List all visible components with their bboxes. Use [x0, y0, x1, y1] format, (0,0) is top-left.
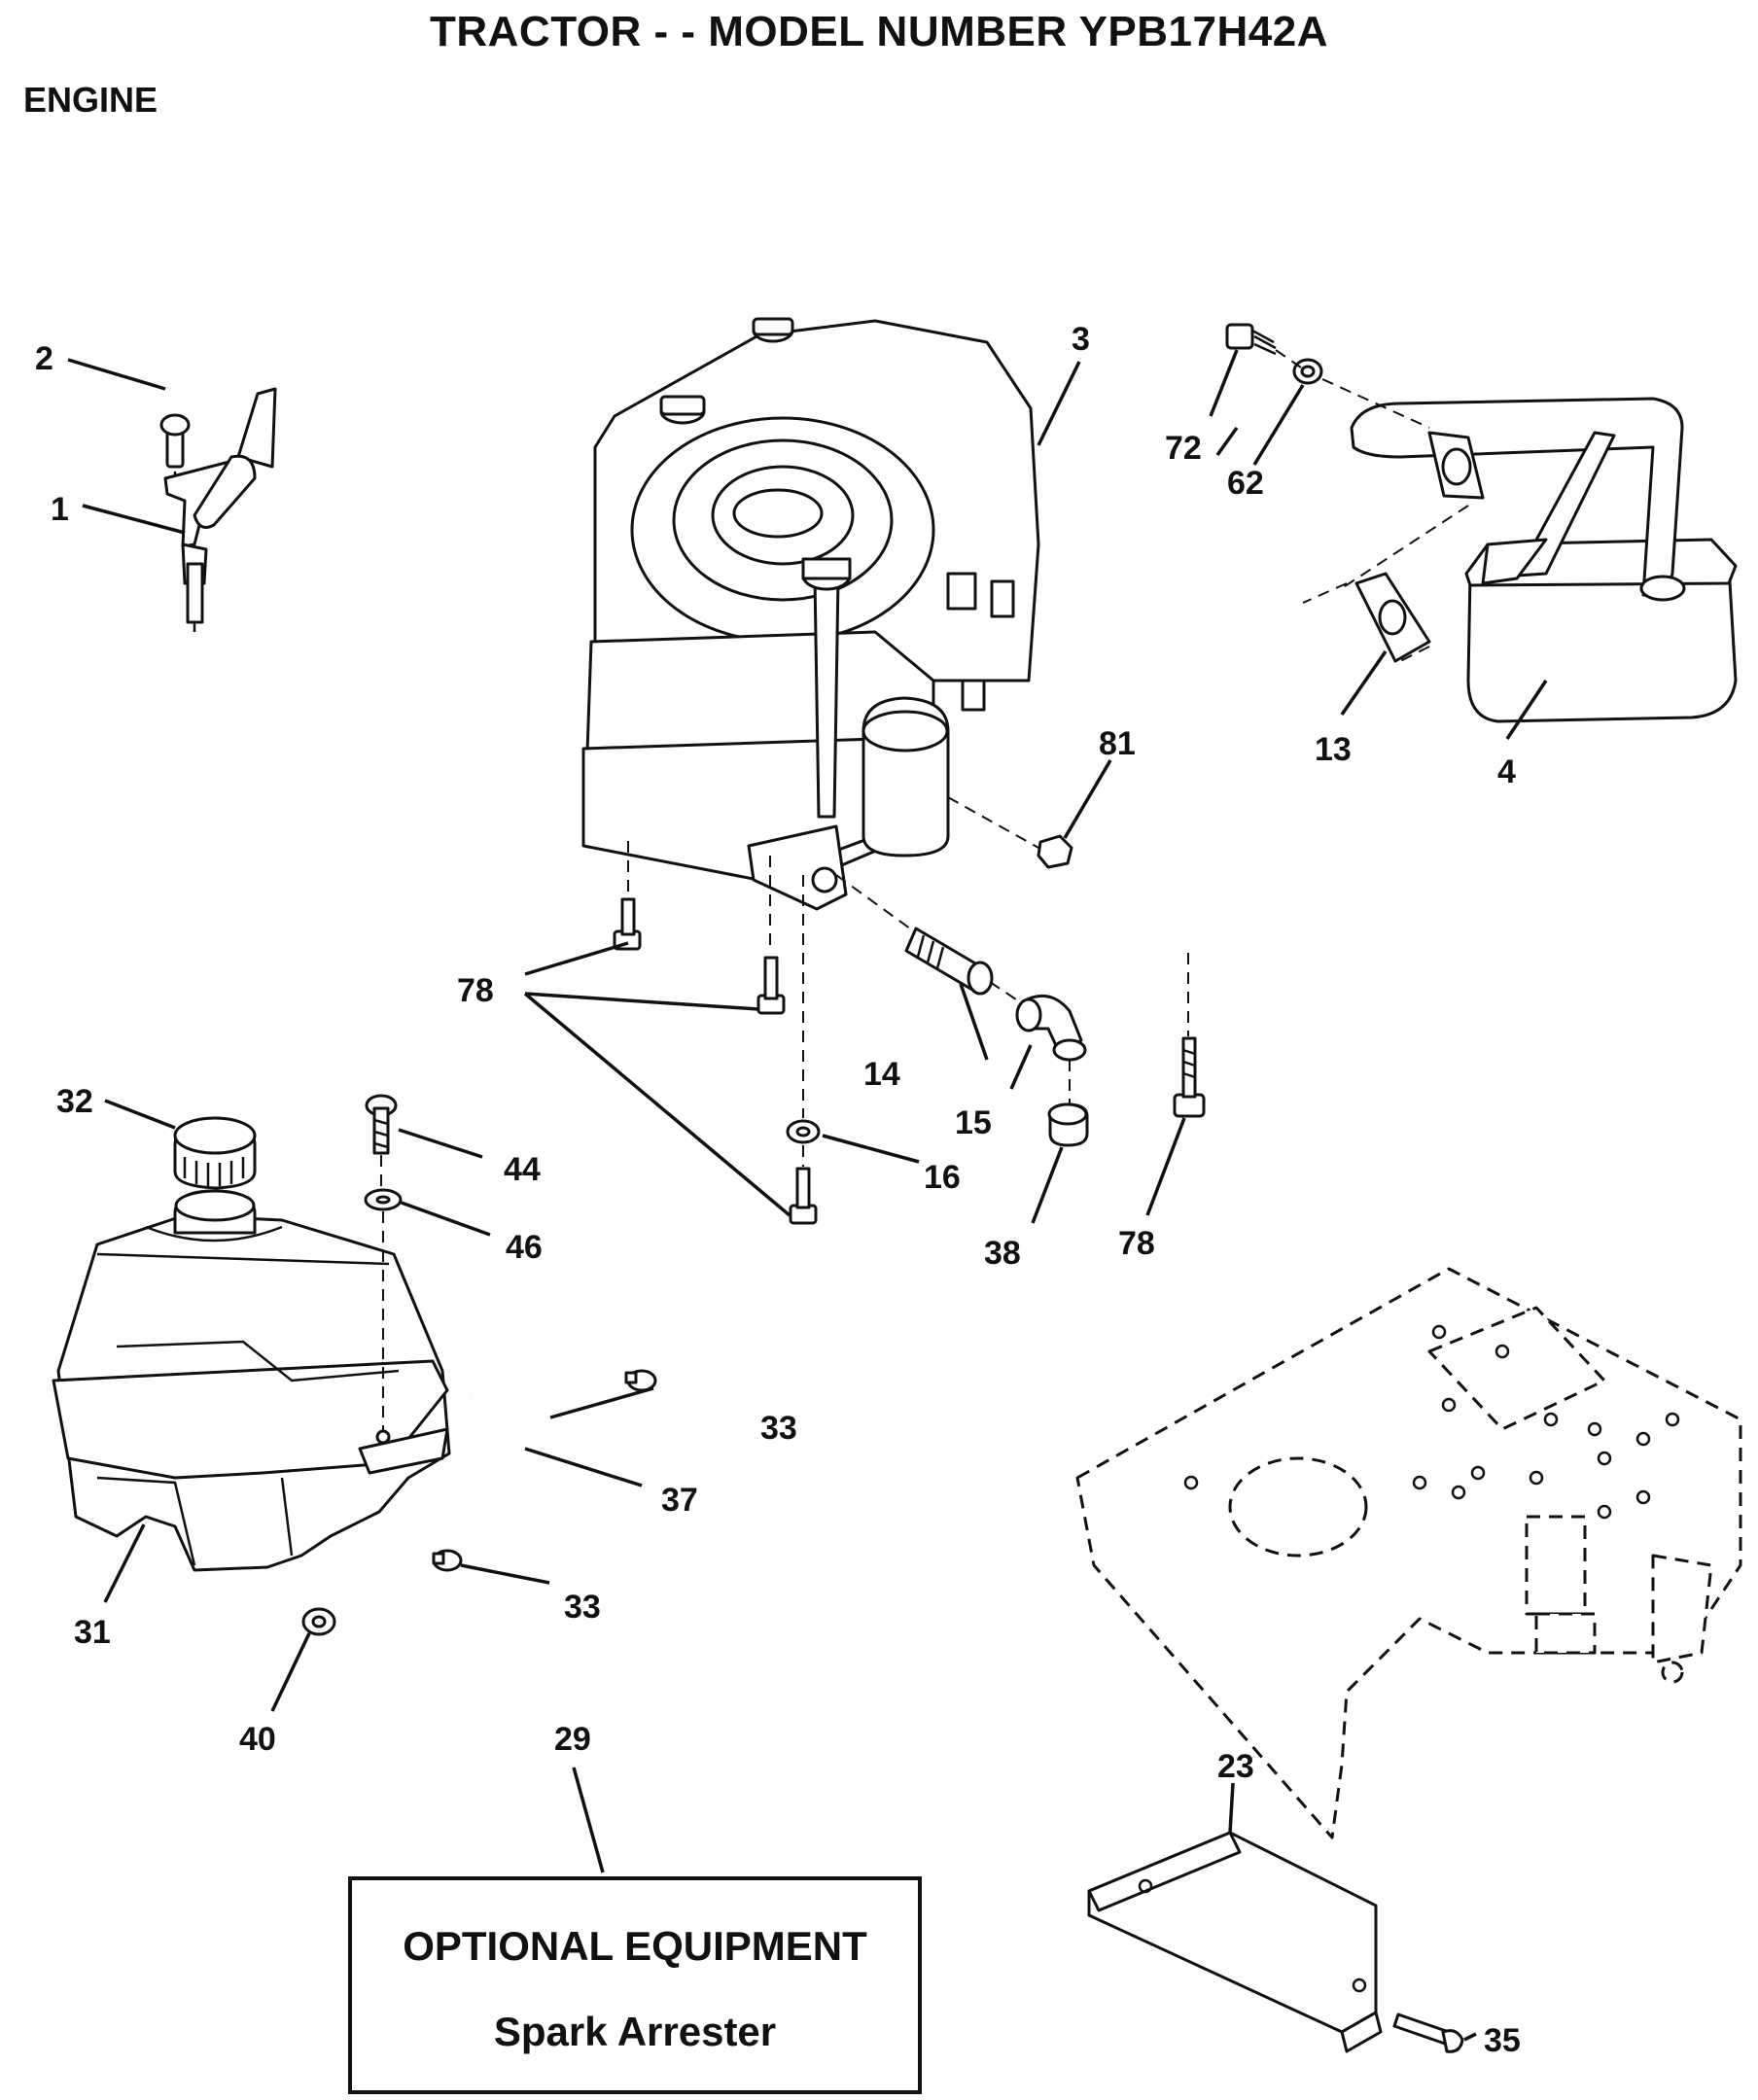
rubber-bushing-part	[301, 1607, 336, 1636]
callout-38: 38	[984, 1235, 1021, 1272]
fuel-cap-part	[173, 1116, 257, 1190]
flat-washer-part	[364, 1188, 403, 1211]
hex-nut-part	[1037, 834, 1073, 869]
callout-15: 15	[955, 1104, 992, 1141]
engine-bolt-part	[1173, 1036, 1206, 1118]
callout-14: 14	[863, 1056, 900, 1093]
callout-13: 13	[1315, 731, 1352, 768]
callout-16: 16	[924, 1159, 961, 1196]
callout-37: 37	[661, 1482, 698, 1519]
callout-29: 29	[554, 1721, 591, 1758]
arrester-screw-part	[1392, 2012, 1464, 2053]
callout-33-upper: 33	[760, 1410, 797, 1447]
callout-72: 72	[1165, 430, 1202, 467]
pipe-nipple-part	[904, 927, 994, 996]
exhaust-bolt-part	[1225, 323, 1277, 356]
engine-part	[581, 317, 1040, 911]
page-title: TRACTOR - - MODEL NUMBER YPB17H42A	[429, 8, 1328, 55]
callout-1: 1	[51, 491, 69, 528]
throttle-control-part	[159, 387, 277, 632]
lock-washer-part	[1292, 358, 1323, 385]
engine-bolt-part	[789, 1167, 818, 1225]
hose-clamp-part	[432, 1549, 463, 1572]
optional-equipment-item: Spark Arrester	[493, 2009, 777, 2054]
spacer-part	[1047, 1102, 1089, 1147]
tank-screw-part	[365, 1094, 398, 1155]
callout-78-left: 78	[457, 972, 494, 1009]
callout-35: 35	[1484, 2022, 1521, 2059]
callout-32: 32	[56, 1083, 93, 1120]
callout-46: 46	[506, 1229, 543, 1266]
callout-62: 62	[1227, 465, 1264, 502]
callout-81: 81	[1099, 725, 1136, 762]
callout-33-lower: 33	[564, 1589, 601, 1626]
section-title: ENGINE	[23, 80, 158, 120]
exhaust-gasket-part	[1354, 572, 1431, 663]
fuel-hose-part	[464, 1391, 546, 1540]
callout-44: 44	[504, 1151, 541, 1188]
callout-31: 31	[74, 1614, 111, 1651]
fuel-tank-part	[52, 1189, 451, 1572]
muffler-part	[1350, 397, 1738, 723]
lock-washer-part	[786, 1119, 821, 1144]
engine-bolt-part	[756, 956, 786, 1015]
engine-bolt-part	[613, 897, 642, 951]
callout-2: 2	[35, 340, 53, 377]
optional-equipment-box: OPTIONAL EQUIPMENT Spark Arrester	[348, 1876, 922, 2094]
callout-40: 40	[239, 1721, 276, 1758]
elbow-fitting-part	[1015, 994, 1087, 1062]
tractor-frame-part	[1075, 1267, 1742, 1839]
spark-arrester-part	[1087, 1831, 1383, 2053]
callout-78-right: 78	[1118, 1225, 1155, 1262]
callout-4: 4	[1497, 753, 1516, 790]
callout-23: 23	[1217, 1748, 1254, 1785]
optional-equipment-heading: OPTIONAL EQUIPMENT	[403, 1923, 867, 1969]
callout-3: 3	[1072, 321, 1090, 358]
